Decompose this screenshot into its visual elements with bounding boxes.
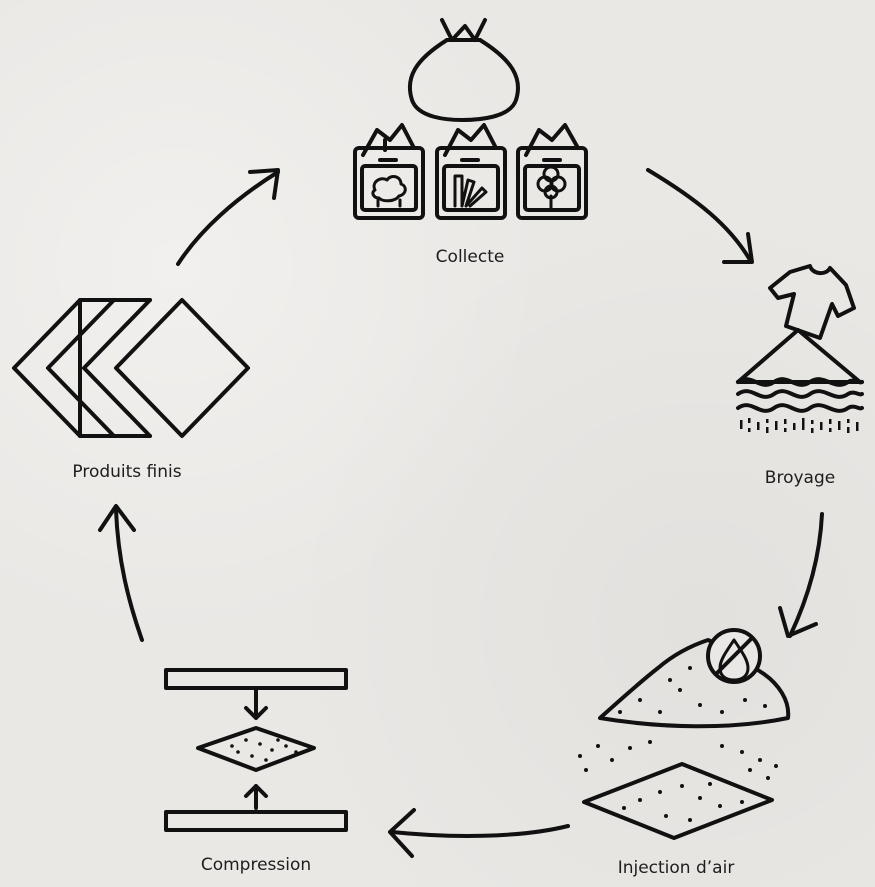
cotton-bin-icon <box>516 123 588 220</box>
stage-label-compression: Compression <box>200 855 312 875</box>
no-water-icon <box>706 628 762 684</box>
cycle-arrows <box>98 168 824 858</box>
shredded-fibers <box>740 418 859 433</box>
arrow-produits-to-collecte <box>176 168 280 266</box>
collection-icon-group <box>353 18 588 220</box>
stage-label-injection: Injection d’air <box>617 858 735 878</box>
stage-label-produits-finis: Produits finis <box>72 462 182 482</box>
synthetic-bin-icon <box>435 123 507 220</box>
arrow-injection-to-compression <box>388 808 570 858</box>
air-injection-icon <box>578 628 791 840</box>
compression-icon <box>164 668 348 832</box>
finished-products-icon <box>12 298 250 438</box>
arrow-broyage-to-injection <box>778 512 824 638</box>
arrow-compression-to-produits <box>98 504 144 642</box>
arrow-collecte-to-broyage <box>646 168 754 264</box>
wool-bin-icon <box>353 123 425 220</box>
stage-label-broyage: Broyage <box>764 468 836 488</box>
shredding-icon <box>736 264 864 413</box>
sack-icon <box>407 18 521 122</box>
stage-label-collecte: Collecte <box>435 247 505 267</box>
